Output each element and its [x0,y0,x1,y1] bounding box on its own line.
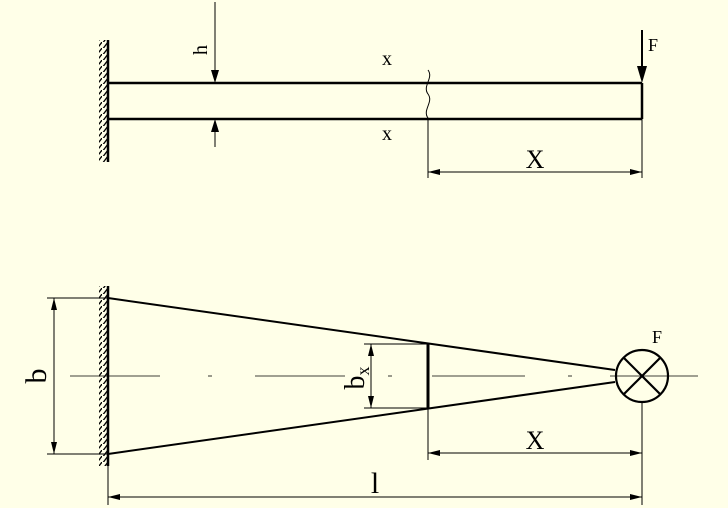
section-width-label: bx [340,367,373,390]
plan-distance-dimension [427,402,643,505]
bottom-section-label: x [382,123,392,145]
side-distance-dimension [427,119,643,178]
section-width-dimension [364,343,428,409]
side-distance-label: X [526,145,545,174]
side-beam [108,81,644,121]
section-break-line [425,69,431,128]
tapered-beam-outline [107,297,616,455]
side-view: h x x F X [99,2,658,178]
side-wall-support [99,40,110,162]
plan-wall-support [99,286,110,466]
side-force-arrow [637,30,647,83]
height-label: h [190,45,212,55]
top-section-label: x [382,48,392,70]
plan-distance-label: X [526,426,545,455]
width-dimension [47,297,108,455]
height-dimension [211,2,219,147]
length-label: l [371,467,379,500]
plan-view: bx b F X [20,286,698,505]
width-label: b [20,369,53,384]
plan-force-label: F [652,327,662,347]
length-dimension [107,466,642,505]
side-force-label: F [648,35,658,55]
